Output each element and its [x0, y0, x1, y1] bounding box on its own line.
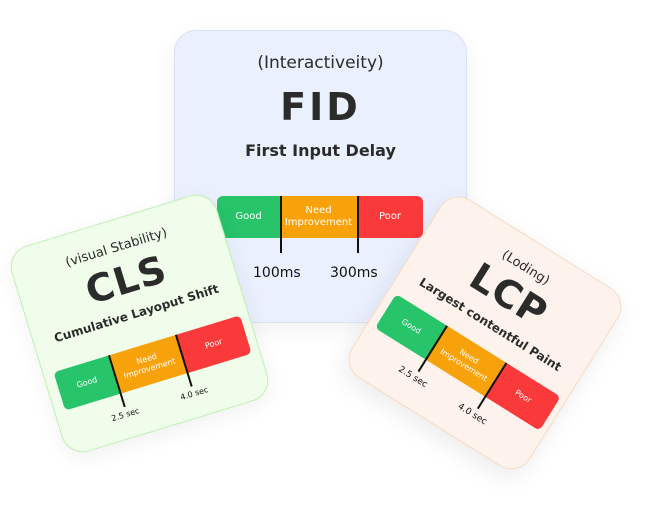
- fid-poor-segment: Poor: [357, 196, 423, 238]
- cls-threshold-1: 2.5 sec: [110, 406, 141, 424]
- fid-tick-2: [357, 196, 359, 253]
- fid-name: First Input Delay: [245, 141, 396, 160]
- fid-title: FID: [280, 85, 361, 129]
- lcp-threshold-1: 2.5 sec: [396, 364, 430, 391]
- fid-tick-1: [280, 196, 282, 253]
- lcp-threshold-2: 4.0 sec: [455, 401, 489, 428]
- fid-subtitle: (Interactiveity): [257, 53, 384, 73]
- fid-threshold-1: 100ms: [253, 265, 301, 281]
- fid-good-segment: Good: [217, 196, 280, 238]
- cls-need-segment: Need Improvement: [108, 334, 188, 394]
- fid-bar: Good Need Improvement Poor: [217, 196, 423, 238]
- cls-threshold-2: 4.0 sec: [179, 385, 210, 403]
- fid-threshold-2: 300ms: [330, 265, 378, 281]
- cls-poor-segment: Poor: [175, 315, 252, 374]
- fid-need-segment: Need Improvement: [280, 196, 357, 238]
